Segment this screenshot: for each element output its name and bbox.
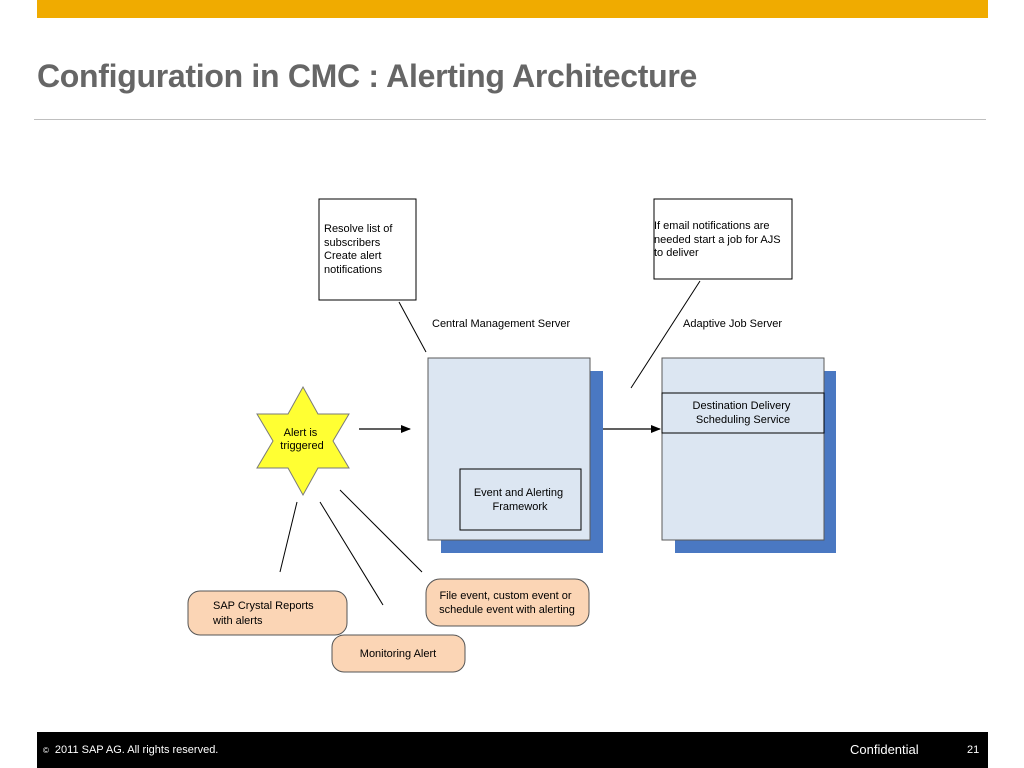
title-divider: [34, 119, 986, 120]
cms-label: Central Management Server: [432, 318, 571, 330]
top-accent-bar: [37, 0, 988, 18]
confidential-label: Confidential: [850, 742, 919, 757]
alert-triggered-star: Alert is triggered: [256, 385, 350, 497]
note-ajs-line: to deliver: [654, 247, 699, 259]
footer-bar: © 2011 SAP AG. All rights reserved. Confi…: [37, 732, 988, 768]
copyright-symbol: ©: [43, 746, 49, 755]
destination-line: Scheduling Service: [696, 414, 790, 426]
destination-delivery-service-box: Destination Delivery Scheduling Service: [661, 392, 825, 434]
note-cms: Resolve list of subscribers Create alert…: [318, 198, 417, 301]
crystal-line: with alerts: [212, 615, 263, 627]
destination-line: Destination Delivery: [693, 400, 791, 412]
file-event-line: File event, custom event or: [439, 590, 571, 602]
source-file-event: File event, custom event or schedule eve…: [425, 578, 590, 627]
note-cms-line: Create alert: [324, 250, 381, 262]
svg-text:Destination Delivery Sch: Destination Delivery Scheduling Service: [693, 400, 794, 426]
crystal-connector: [279, 501, 298, 573]
framework-line: Framework: [492, 501, 548, 513]
monitoring-label: Monitoring Alert: [360, 648, 436, 660]
file-event-connector: [339, 489, 423, 573]
note-ajs-line: needed start a job for AJS: [654, 234, 781, 246]
page-number: 21: [967, 744, 980, 756]
svg-text:File event, custom event or: File event, custom event or schedule eve…: [439, 590, 575, 616]
svg-text:SAP Crystal Reports with: SAP Crystal Reports with alerts: [212, 600, 317, 627]
ajs-server-box: [661, 357, 836, 553]
event-alerting-framework-box: Event and Alerting Framework: [459, 468, 582, 531]
note-cms-line: subscribers: [324, 237, 381, 249]
slide-title: Configuration in CMC : Alerting Architec…: [37, 58, 697, 94]
note-ajs: If email notifications are needed start …: [653, 198, 793, 280]
svg-text:Alert is triggered: Alert is triggered: [280, 427, 323, 452]
note-cms-line: Resolve list of: [324, 223, 393, 235]
alert-star-line: triggered: [280, 440, 323, 452]
file-event-line: schedule event with alerting: [439, 604, 575, 616]
svg-text:If email notifications are: If email notifications are needed start …: [654, 220, 784, 259]
framework-line: Event and Alerting: [474, 487, 563, 499]
alert-star-line: Alert is: [284, 427, 318, 439]
footer-copyright: © 2011 SAP AG. All rights reserved.: [43, 744, 218, 756]
svg-text:Resolve list of subscrib: Resolve list of subscribers Create alert…: [324, 223, 396, 276]
note-cms-line: notifications: [324, 264, 383, 276]
source-sap-crystal-reports: SAP Crystal Reports with alerts: [187, 590, 348, 636]
copyright-text: 2011 SAP AG. All rights reserved.: [54, 744, 219, 756]
note-cms-connector: [398, 301, 427, 353]
source-monitoring-alert: Monitoring Alert: [331, 634, 466, 673]
ajs-label: Adaptive Job Server: [683, 318, 782, 330]
note-ajs-line: If email notifications are: [654, 220, 770, 232]
crystal-line: SAP Crystal Reports: [213, 600, 314, 612]
svg-text:Event and Alerting Frame: Event and Alerting Framework: [474, 487, 566, 513]
note-ajs-connector: [630, 280, 701, 389]
monitoring-connector: [319, 501, 384, 606]
